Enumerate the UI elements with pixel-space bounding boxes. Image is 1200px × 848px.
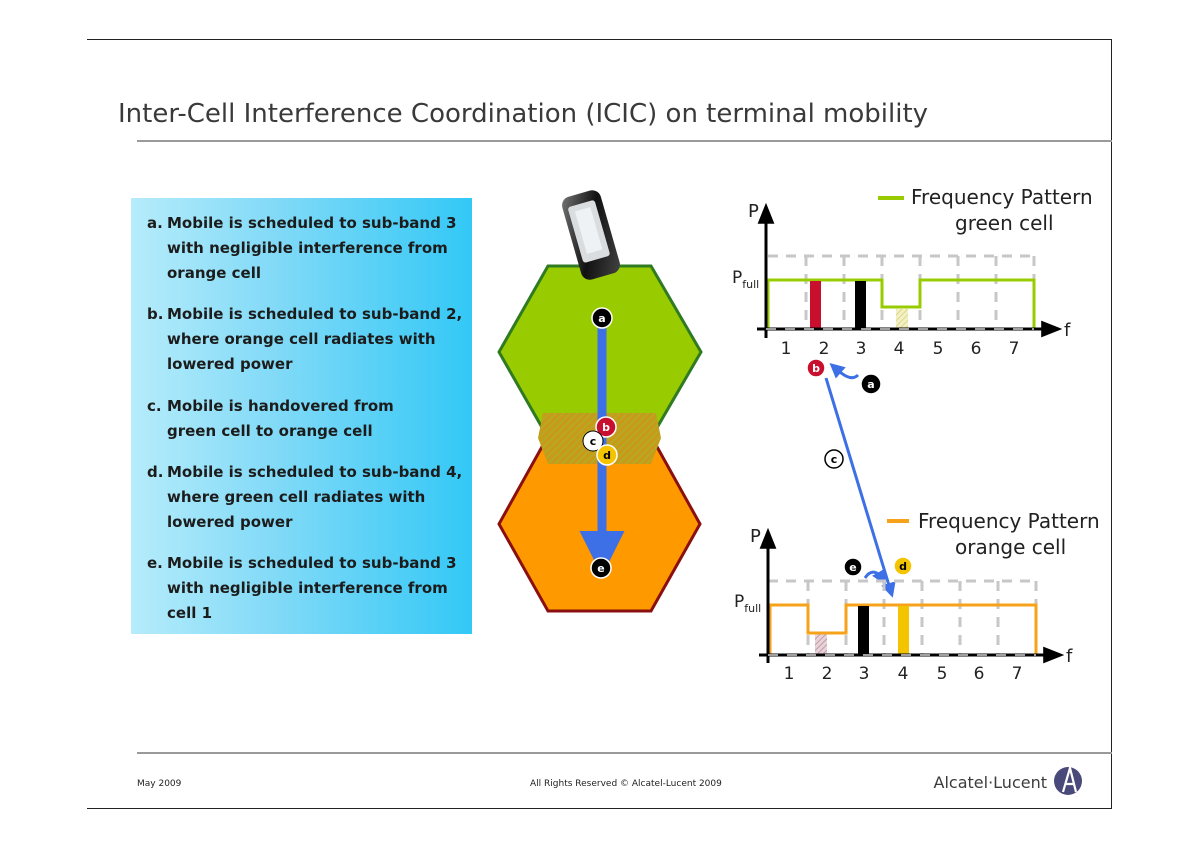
marker-a: a: [591, 307, 613, 329]
svg-text:5: 5: [933, 339, 944, 359]
green-power-profile: [766, 278, 1036, 328]
green-band-labels: 1 2 3 4 5 6 7: [781, 339, 1020, 359]
handover-arrow: [824, 377, 896, 598]
step-text: Mobile is scheduled to sub-band 4, where…: [167, 463, 463, 531]
green-band-2-bar: [810, 281, 821, 328]
marker-d: d: [596, 444, 618, 466]
orange-band-labels: 1 2 3 4 5 6 7: [784, 664, 1023, 684]
green-y-axis-label: P: [748, 201, 759, 222]
orange-chart-marker-e: e: [843, 557, 863, 577]
step-c: c. Mobile is handovered from green cell …: [147, 394, 407, 444]
svg-text:4: 4: [898, 664, 909, 684]
svg-text:4: 4: [894, 339, 905, 359]
footer-date: May 2009: [137, 779, 182, 789]
orange-power-profile: [768, 603, 1038, 654]
orange-chart-marker-d: d: [893, 556, 913, 576]
green-legend-line2: green cell: [955, 211, 1054, 235]
footer-rule: [137, 752, 1112, 754]
svg-text:2: 2: [819, 339, 830, 359]
alcatel-lucent-logo-icon: [1054, 763, 1082, 795]
mobile-phone-icon: [562, 190, 620, 280]
svg-text:3: 3: [859, 664, 870, 684]
svg-text:1: 1: [784, 664, 795, 684]
handover-marker-c: c: [824, 449, 844, 469]
marker-e: e: [590, 557, 612, 579]
orange-pfull-label: Pfull: [734, 592, 761, 615]
step-e: e. Mobile is scheduled to sub-band 3 wit…: [147, 551, 467, 626]
svg-text:7: 7: [1012, 664, 1023, 684]
svg-text:c: c: [831, 453, 838, 466]
svg-text:3: 3: [856, 339, 867, 359]
green-legend-line1: Frequency Pattern: [911, 185, 1093, 209]
step-b: b. Mobile is scheduled to sub-band 2, wh…: [147, 302, 467, 377]
top-rule: [87, 39, 1112, 40]
svg-text:b: b: [602, 421, 610, 434]
marker-c: c: [582, 430, 604, 452]
footer-brand: Alcatel·Lucent: [934, 773, 1047, 792]
title-underline: [137, 140, 1112, 142]
step-text: Mobile is handovered from green cell to …: [167, 397, 394, 440]
orange-frequency-chart: Frequency Pattern orange cell e d: [734, 509, 1100, 684]
step-label: c.: [147, 397, 162, 415]
step-d: d. Mobile is scheduled to sub-band 4, wh…: [147, 460, 467, 535]
svg-text:c: c: [590, 435, 597, 448]
schedule-arrow-e-to-d: [863, 568, 886, 586]
green-lowered-band-4: [896, 309, 908, 329]
green-pfull-label: Pfull: [732, 268, 759, 291]
right-rule: [1111, 39, 1112, 809]
svg-text:6: 6: [971, 339, 982, 359]
green-frequency-chart: Frequency Pattern green cell P f Pfull 1: [732, 185, 1093, 359]
svg-text:e: e: [849, 561, 856, 574]
orange-y-axis-label: P: [750, 526, 761, 547]
step-text: Mobile is scheduled to sub-band 2, where…: [167, 305, 463, 373]
step-label: a.: [147, 214, 163, 232]
svg-text:2: 2: [822, 664, 833, 684]
step-text: Mobile is scheduled to sub-band 3 with n…: [167, 554, 457, 622]
step-a: a. Mobile is scheduled to sub-band 3 wit…: [147, 211, 467, 286]
steps-panel: a. Mobile is scheduled to sub-band 3 wit…: [131, 198, 472, 634]
svg-text:a: a: [598, 312, 605, 325]
step-label: e.: [147, 554, 163, 572]
orange-band-3-bar: [858, 606, 869, 654]
orange-legend-line2: orange cell: [955, 535, 1066, 559]
step-text: Mobile is scheduled to sub-band 3 with n…: [167, 214, 457, 282]
svg-text:7: 7: [1009, 339, 1020, 359]
footer-rights: All Rights Reserved © Alcatel-Lucent 200…: [530, 779, 722, 789]
slide-title: Inter-Cell Interference Coordination (IC…: [118, 99, 929, 129]
svg-text:e: e: [597, 562, 604, 575]
svg-text:d: d: [899, 560, 907, 573]
chart-marker-b: b: [806, 358, 826, 378]
bottom-rule: [87, 808, 1112, 809]
step-label: d.: [147, 463, 164, 481]
orange-lowered-band-2: [815, 634, 827, 654]
schedule-arrow-a-to-b: [829, 363, 860, 380]
svg-text:6: 6: [974, 664, 985, 684]
svg-text:a: a: [867, 378, 874, 391]
green-band-3-bar: [855, 281, 866, 328]
marker-b: b: [595, 416, 617, 438]
svg-text:1: 1: [781, 339, 792, 359]
orange-band-4-bar: [898, 606, 909, 654]
orange-x-axis-label: f: [1066, 646, 1073, 667]
svg-text:5: 5: [937, 664, 948, 684]
orange-legend-line1: Frequency Pattern: [918, 509, 1100, 533]
step-label: b.: [147, 305, 164, 323]
svg-text:d: d: [603, 449, 611, 462]
chart-marker-a: a: [860, 373, 882, 395]
green-x-axis-label: f: [1064, 320, 1071, 341]
svg-text:b: b: [812, 362, 820, 375]
